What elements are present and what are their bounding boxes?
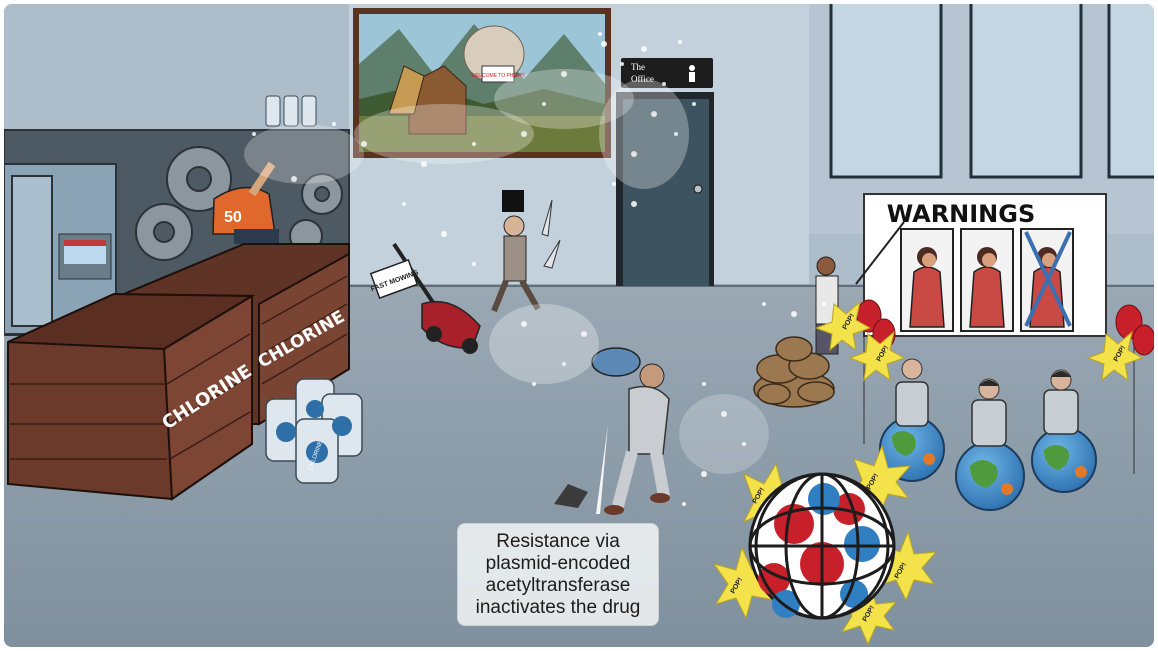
sack-pile xyxy=(753,336,835,408)
caption-line: acetyltransferase xyxy=(485,574,631,596)
scene-illustration: WELCOME TO PHOON The Office WARNINGS xyxy=(4,4,1154,647)
football-player: 50 xyxy=(212,161,279,244)
seated-people-on-globes xyxy=(879,358,1097,511)
office-door: The Office xyxy=(616,58,714,286)
cross-icon xyxy=(1024,231,1072,327)
caption-line: plasmid-encoded xyxy=(485,552,631,574)
caption-line: inactivates the drug xyxy=(475,596,641,618)
spray-particles xyxy=(244,32,826,506)
hazmat-worker xyxy=(554,347,670,515)
caption-line: Resistance via xyxy=(496,530,620,552)
caged-globe: POP! POP! POP! POP! POP! xyxy=(712,444,938,646)
jersey-number: 50 xyxy=(224,209,242,226)
chlorine-crate-front: CHLORINE xyxy=(7,292,256,501)
poster-title: WARNINGS xyxy=(887,200,1036,228)
warnings-poster: WARNINGS xyxy=(863,193,1107,337)
window-panels xyxy=(829,4,1154,179)
balloon-cluster: POP! POP! POP! xyxy=(814,299,1154,474)
lawnmower: FAST MOWING xyxy=(369,242,481,354)
painting-sign-text: WELCOME TO PHOON xyxy=(471,73,525,79)
door-sign-text: The xyxy=(631,62,645,72)
knife-character xyxy=(491,190,561,313)
gear-icon xyxy=(135,146,343,261)
svg-text:Office: Office xyxy=(631,74,654,84)
scene-canvas: WELCOME TO PHOON The Office WARNINGS xyxy=(4,4,1154,647)
landscape-painting: WELCOME TO PHOON xyxy=(353,8,611,158)
caption-box: Resistance via plasmid-encoded acetyltra… xyxy=(457,523,659,626)
chlorine-jugs: CHLORINE xyxy=(265,95,363,484)
